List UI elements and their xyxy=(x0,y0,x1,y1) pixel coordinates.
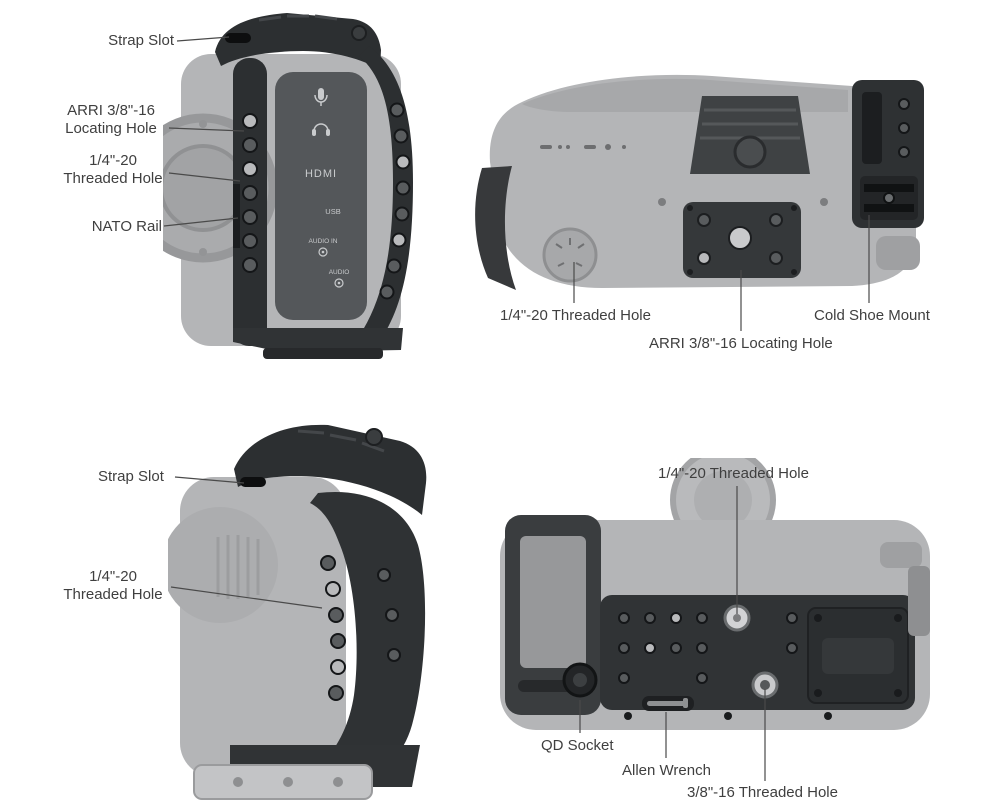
port-label-hdmi: HDMI xyxy=(305,168,337,180)
top-view-illustration xyxy=(452,52,948,310)
right-edge-details xyxy=(880,542,930,636)
side-view-svg: HDMI USB AUDIO IN AUDIO xyxy=(128,13,413,359)
callout-grip-quarter-hole: 1/4"-20 Threaded Hole xyxy=(63,568,163,603)
callout-top-quarter-hole: 1/4"-20 Threaded Hole xyxy=(500,307,651,324)
camera-body-grip xyxy=(162,477,346,777)
microphone-icon xyxy=(314,88,328,106)
mounting-holes-front xyxy=(242,113,258,273)
grip-view-svg xyxy=(162,424,427,800)
quarter-hole-bore xyxy=(733,614,741,622)
callout-side-strap-slot: Strap Slot xyxy=(108,32,174,49)
side-view-illustration: HDMI USB AUDIO IN AUDIO xyxy=(128,6,425,364)
bottom-view-svg xyxy=(500,447,930,730)
nato-rail-top xyxy=(862,92,882,164)
audio-out-jack-icon xyxy=(334,278,344,288)
callout-bottom-allen-wrench: Allen Wrench xyxy=(622,762,711,779)
quarter-hole-top xyxy=(728,226,752,250)
cold-shoe-mount xyxy=(860,176,918,220)
screw xyxy=(820,198,828,206)
audio-out-jack-dot xyxy=(337,281,341,285)
cage-top-plate xyxy=(683,202,801,278)
callout-grip-strap-slot: Strap Slot xyxy=(98,468,164,485)
grip-view-illustration xyxy=(162,415,430,800)
top-dial xyxy=(733,135,767,169)
three-eighths-bore xyxy=(760,680,770,690)
mounting-holes-rear xyxy=(379,102,411,300)
cage-bottom-grip xyxy=(193,745,420,800)
port-label-audio-in: AUDIO IN xyxy=(309,238,338,245)
cage-bottom-rail xyxy=(233,328,403,359)
callout-side-quarter-hole: 1/4"-20 Threaded Hole xyxy=(63,152,163,187)
top-buttons xyxy=(540,144,626,150)
bottom-view-illustration xyxy=(478,447,940,763)
cage-top-handle-grip xyxy=(234,424,427,515)
right-knob xyxy=(876,236,920,270)
callout-top-cold-shoe: Cold Shoe Mount xyxy=(814,307,930,324)
callout-top-arri-hole: ARRI 3/8"-16 Locating Hole xyxy=(649,335,833,352)
strap-slot-opening xyxy=(225,33,251,43)
allen-wrench-slot xyxy=(642,696,694,711)
port-label-usb: USB xyxy=(325,207,340,216)
cage-baseplate xyxy=(600,595,915,720)
callout-bottom-qd-socket: QD Socket xyxy=(541,737,614,754)
qd-socket-center xyxy=(573,673,587,687)
nato-rail xyxy=(233,184,240,248)
strap-slot-opening-grip xyxy=(240,477,266,487)
port-panel: HDMI USB AUDIO IN AUDIO xyxy=(275,72,367,320)
hinge-knob xyxy=(351,25,367,41)
callout-side-arri-hole: ARRI 3/8"-16 Locating Hole xyxy=(65,102,157,137)
mounting-holes-grip xyxy=(320,555,401,701)
callout-bottom-three-eighths: 3/8"-16 Threaded Hole xyxy=(687,784,838,800)
callout-bottom-quarter-hole: 1/4"-20 Threaded Hole xyxy=(658,465,809,482)
port-label-audio-out: AUDIO xyxy=(329,269,350,276)
mode-dial xyxy=(542,227,598,283)
top-view-svg xyxy=(475,74,924,290)
callout-side-nato-rail: NATO Rail xyxy=(91,218,162,235)
audio-in-jack-dot xyxy=(321,250,325,254)
cage-grip-frame xyxy=(296,491,426,785)
cage-rear-band xyxy=(355,46,413,342)
flip-screen-edge xyxy=(475,166,516,290)
screw xyxy=(658,198,666,206)
baseplate-panel xyxy=(807,607,909,704)
side-bracket xyxy=(852,80,924,228)
clamp-knob xyxy=(365,428,383,446)
audio-in-jack-icon xyxy=(318,247,328,257)
baseplate-holes xyxy=(618,612,798,684)
headphones-icon xyxy=(312,123,330,136)
cage-front-bar xyxy=(233,58,267,346)
viewfinder-hump xyxy=(690,96,810,174)
cage-top-handle xyxy=(215,13,381,70)
arri-hole-top xyxy=(697,251,711,265)
